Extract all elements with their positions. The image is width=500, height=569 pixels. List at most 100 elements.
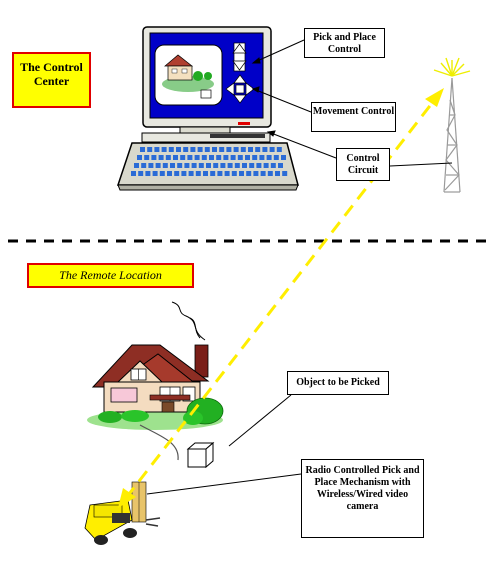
keyboard-key: [267, 171, 273, 176]
keyboard-key: [237, 155, 243, 160]
keyboard-key: [227, 163, 233, 168]
keyboard-key: [201, 155, 207, 160]
keyboard-key: [145, 171, 151, 176]
keyboard-key: [203, 171, 208, 176]
keyboard-key: [188, 171, 194, 176]
keyboard-key: [255, 147, 261, 152]
keyboard-key: [249, 163, 255, 168]
keyboard-key: [281, 155, 286, 160]
keyboard-key: [147, 147, 153, 152]
keyboard-key: [276, 147, 282, 152]
keyboard-key: [210, 171, 216, 176]
keyboard-key: [219, 147, 225, 152]
keyboard-key: [148, 163, 154, 168]
keyboard-key: [167, 171, 172, 176]
remote-location-label: The Remote Location: [27, 263, 194, 288]
pick-and-place-control-label: Pick and Place Control: [304, 28, 385, 58]
keyboard-key: [180, 155, 186, 160]
keyboard-key: [184, 163, 190, 168]
keyboard-key: [165, 155, 171, 160]
keyboard-key: [154, 147, 160, 152]
keyboard-key: [183, 147, 189, 152]
keyboard-key: [168, 147, 174, 152]
keyboard-key: [213, 163, 219, 168]
keyboard-key: [144, 155, 150, 160]
keyboard-key: [263, 163, 269, 168]
keyboard-key: [161, 147, 167, 152]
movement-control-label: Movement Control: [311, 102, 396, 132]
control-circuit-label: Control Circuit: [336, 148, 390, 181]
keyboard-key: [173, 155, 178, 160]
keyboard-key: [220, 163, 226, 168]
keyboard-key: [162, 163, 168, 168]
keyboard: [116, 142, 299, 191]
keyboard-key: [234, 163, 240, 168]
keyboard-key: [176, 147, 181, 152]
keyboard-key: [177, 163, 183, 168]
keyboard-key: [231, 171, 237, 176]
keyboard-key: [190, 147, 196, 152]
tower-signal: [433, 57, 471, 77]
keyboard-key: [252, 155, 258, 160]
pick-and-place-icon: [232, 42, 247, 72]
keyboard-key: [226, 147, 232, 152]
keyboard-key: [242, 163, 247, 168]
keyboard-key: [262, 147, 268, 152]
keyboard-key: [131, 171, 136, 176]
keyboard-key: [195, 171, 201, 176]
keyboard-key: [181, 171, 187, 176]
keyboard-key: [278, 163, 283, 168]
keyboard-key: [273, 155, 279, 160]
keyboard-key: [216, 155, 222, 160]
keyboard-key: [260, 171, 266, 176]
keyboard-key: [233, 147, 239, 152]
keyboard-key: [134, 163, 139, 168]
keyboard-key: [246, 171, 252, 176]
keyboard-key: [253, 171, 259, 176]
movement-icon: [225, 74, 255, 104]
keyboard-key: [140, 147, 145, 152]
leader-lines: [146, 39, 453, 495]
keyboard-key: [275, 171, 280, 176]
keyboard-key: [239, 171, 244, 176]
keyboard-key: [194, 155, 200, 160]
keyboard-key: [206, 163, 211, 168]
control-center-label: The Control Center: [12, 52, 91, 108]
keyboard-key: [230, 155, 236, 160]
keyboard-key: [256, 163, 262, 168]
keyboard-key: [137, 155, 142, 160]
keyboard-key: [170, 163, 175, 168]
keyboard-key: [159, 171, 165, 176]
keyboard-key: [259, 155, 265, 160]
radio-tower: [443, 77, 461, 193]
keyboard-key: [158, 155, 164, 160]
keyboard-key: [270, 163, 276, 168]
object-cube: [186, 441, 215, 469]
keyboard-key: [155, 163, 161, 168]
radio-controlled-mechanism-label: Radio Controlled Pick and Place Mechanis…: [301, 459, 424, 538]
keyboard-key: [141, 163, 147, 168]
keyboard-key: [187, 155, 193, 160]
keyboard-key: [217, 171, 223, 176]
keyboard-key: [212, 147, 217, 152]
screen-house-icon: [162, 54, 214, 99]
keyboard-key: [151, 155, 157, 160]
keyboard-key: [138, 171, 144, 176]
object-to-be-picked-label: Object to be Picked: [287, 371, 389, 395]
keyboard-key: [209, 155, 214, 160]
house-illustration: [87, 301, 224, 461]
computer-monitor: [142, 26, 272, 128]
keyboard-key: [224, 171, 230, 176]
keyboard-key: [266, 155, 272, 160]
keyboard-key: [245, 155, 250, 160]
keyboard-key: [191, 163, 197, 168]
keyboard-key: [248, 147, 253, 152]
keyboard-key: [197, 147, 203, 152]
keyboard-key: [282, 171, 288, 176]
keyboard-key: [223, 155, 229, 160]
keyboard-key: [174, 171, 180, 176]
keyboard-key: [152, 171, 158, 176]
keyboard-key: [204, 147, 210, 152]
